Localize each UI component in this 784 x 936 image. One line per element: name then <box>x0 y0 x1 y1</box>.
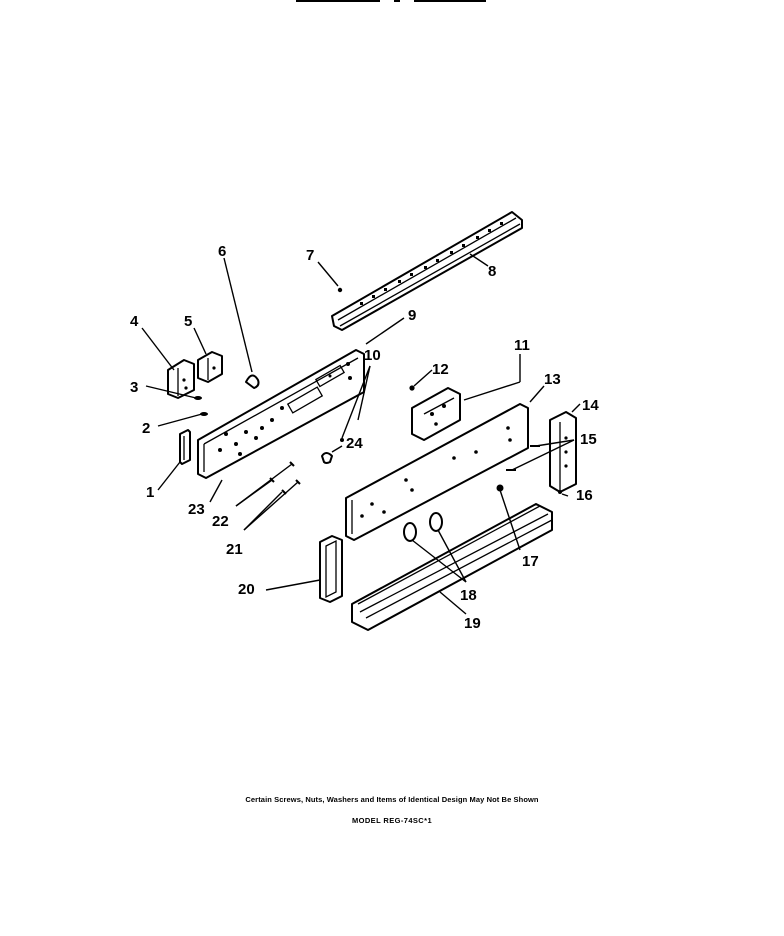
part-18-grommets <box>403 512 443 542</box>
part-13-back-panel <box>345 403 529 541</box>
callout-15: 15 <box>580 431 597 448</box>
callout-9: 9 <box>408 307 416 324</box>
callout-21: 21 <box>226 541 243 558</box>
part-3-screw <box>194 396 202 400</box>
part-8-trim-rail <box>331 211 523 331</box>
callout-7: 7 <box>306 247 314 264</box>
part-7-screw <box>337 287 343 293</box>
callout-24: 24 <box>346 435 363 452</box>
part-17-plug <box>496 484 504 492</box>
callout-13: 13 <box>544 371 561 388</box>
callout-8: 8 <box>488 263 496 280</box>
callout-23: 23 <box>188 501 205 518</box>
callout-17: 17 <box>522 553 539 570</box>
callout-19: 19 <box>464 615 481 632</box>
part-19-bottom-trim <box>351 503 553 631</box>
part-24-knob <box>321 452 333 464</box>
part-16-screw <box>558 490 562 494</box>
callout-labels: 1 2 3 4 5 6 7 8 9 10 11 12 13 14 15 16 1… <box>130 243 599 632</box>
part-11-switch-assembly <box>411 387 461 441</box>
footnote: Certain Screws, Nuts, Washers and Items … <box>245 795 539 804</box>
part-10-screw <box>340 438 344 442</box>
callout-3: 3 <box>130 379 138 396</box>
callout-4: 4 <box>130 313 139 330</box>
callout-2: 2 <box>142 420 150 437</box>
part-5-bracket <box>197 351 223 383</box>
callout-5: 5 <box>184 313 192 330</box>
part-6-clip <box>245 374 260 389</box>
callout-20: 20 <box>238 581 255 598</box>
callout-12: 12 <box>432 361 449 378</box>
part-2-screw <box>200 412 208 416</box>
callout-11: 11 <box>514 337 530 354</box>
part-4-bracket <box>167 359 195 399</box>
callout-22: 22 <box>212 513 229 530</box>
part-20-side-trim <box>319 535 343 603</box>
part-12-screw <box>409 385 415 391</box>
callout-14: 14 <box>582 397 599 414</box>
part-14-side-bracket <box>549 411 577 493</box>
callout-10: 10 <box>364 347 381 364</box>
leader-lines <box>141 253 581 615</box>
model-number: MODEL REG-74SC*1 <box>351 816 433 825</box>
part-1-end-cap <box>179 429 191 465</box>
callout-18: 18 <box>460 587 477 604</box>
callout-16: 16 <box>576 487 593 504</box>
part-9-control-panel <box>197 349 365 479</box>
callout-6: 6 <box>218 243 226 260</box>
callout-1: 1 <box>146 484 154 501</box>
